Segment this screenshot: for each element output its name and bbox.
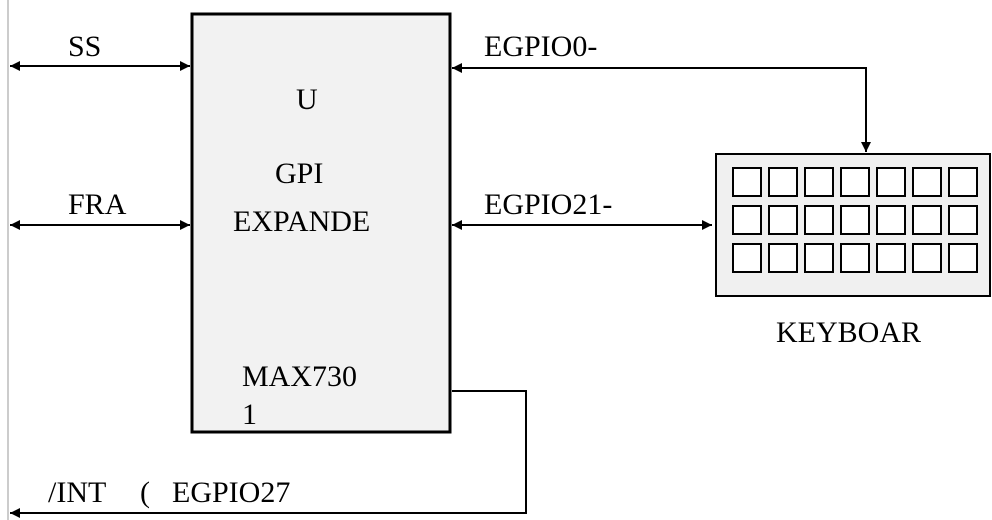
keyboard-key <box>948 205 978 235</box>
fra-label: FRA <box>68 188 127 221</box>
keyboard-key <box>840 243 870 273</box>
ss-label: SS <box>68 30 102 63</box>
chip-name-line1: GPI <box>275 157 324 190</box>
keyboard-key <box>948 167 978 197</box>
keyboard-key <box>840 167 870 197</box>
keyboard-key <box>804 205 834 235</box>
keyboard-key <box>912 243 942 273</box>
keyboard-key <box>768 243 798 273</box>
keyboard-key <box>804 243 834 273</box>
chip-ref-label: U <box>296 83 318 116</box>
keyboard-key <box>768 205 798 235</box>
keyboard-key <box>732 243 762 273</box>
keyboard-key <box>876 243 906 273</box>
int-label: /INT <box>48 476 107 509</box>
keyboard-key <box>804 167 834 197</box>
keyboard-key <box>876 205 906 235</box>
keyboard-key <box>768 167 798 197</box>
keyboard-label: KEYBOAR <box>776 316 922 349</box>
keyboard-key <box>732 205 762 235</box>
chip-part-line1: MAX730 <box>242 360 358 393</box>
int-connector <box>10 390 527 518</box>
keyboard-key <box>912 205 942 235</box>
int-signal-label: EGPIO27 <box>172 476 291 509</box>
egpio21-label: EGPIO21- <box>484 188 613 221</box>
keyboard-key <box>948 243 978 273</box>
egpio0-label: EGPIO0- <box>484 30 598 63</box>
gpio-expander-block <box>190 12 452 434</box>
keyboard-key <box>876 167 906 197</box>
keyboard-key <box>732 167 762 197</box>
chip-name-line2: EXPANDE <box>233 205 371 238</box>
egpio0-connector <box>452 63 871 152</box>
keyboard-keys <box>732 167 978 273</box>
keyboard-key <box>840 205 870 235</box>
int-paren: ( <box>140 476 150 509</box>
chip-part-line2: 1 <box>242 398 257 431</box>
keyboard-key <box>912 167 942 197</box>
